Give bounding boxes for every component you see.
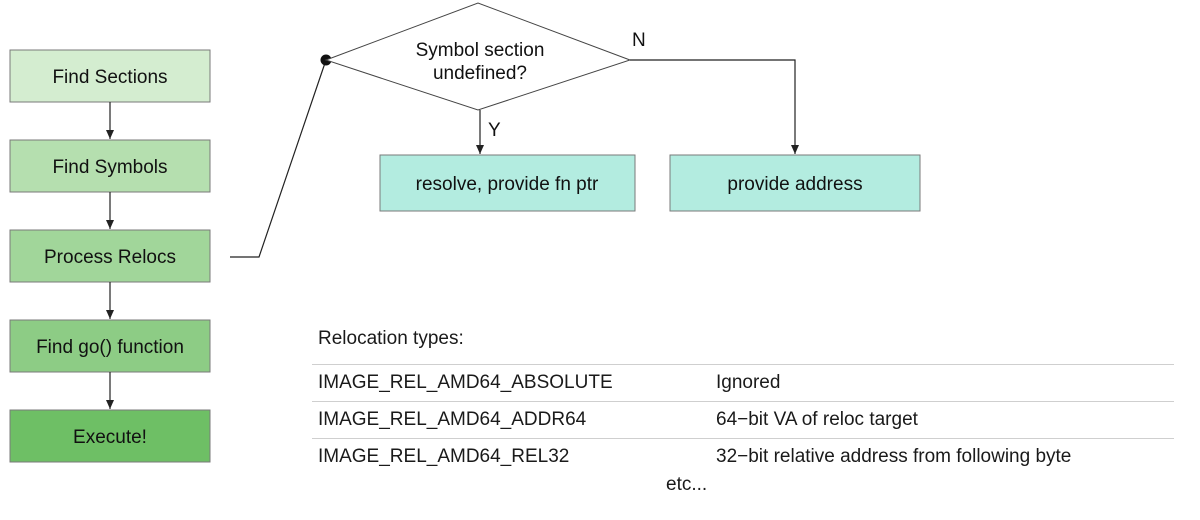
step-execute-box: [9, 409, 211, 463]
action-resolve-box: [379, 154, 636, 212]
yes-label: Y: [488, 120, 501, 141]
reloc-type-name: IMAGE_REL_AMD64_REL32: [312, 438, 710, 475]
step-find-symbols-label: Find Symbols: [52, 157, 167, 178]
step-find-sections-label: Find Sections: [52, 67, 167, 88]
decision-line1: Symbol section: [416, 40, 545, 61]
decision-line2: undefined?: [433, 63, 527, 84]
table-row: IMAGE_REL_AMD64_REL32 32−bit relative ad…: [312, 438, 1174, 475]
relocation-types-heading: Relocation types:: [318, 328, 464, 349]
table-row: IMAGE_REL_AMD64_ABSOLUTE Ignored: [312, 364, 1174, 402]
action-provide-address-label: provide address: [727, 174, 862, 195]
reloc-type-description: Ignored: [710, 364, 1174, 402]
step-process-relocs: Process Relocs: [9, 229, 211, 283]
action-resolve-label: resolve, provide fn ptr: [416, 174, 599, 195]
action-provide-address: provide address: [669, 154, 921, 212]
reloc-type-description: 64−bit VA of reloc target: [710, 401, 1174, 439]
connector-relocs-to-decision: [230, 59, 327, 258]
reloc-type-name: IMAGE_REL_AMD64_ADDR64: [312, 401, 710, 439]
step-find-symbols: Find Symbols: [9, 139, 211, 193]
no-label: N: [632, 30, 646, 51]
step-find-go-function-box: [9, 319, 211, 373]
step-process-relocs-box: [9, 229, 211, 283]
step-execute-label: Execute!: [73, 427, 147, 448]
step-execute: Execute!: [9, 409, 211, 463]
step-process-relocs-label: Process Relocs: [44, 247, 176, 268]
etc-note: etc...: [666, 474, 708, 495]
arrow-no-branch: [630, 59, 799, 154]
reloc-type-name: IMAGE_REL_AMD64_ABSOLUTE: [312, 364, 710, 402]
reloc-type-description: 32−bit relative address from following b…: [710, 438, 1174, 475]
action-resolve: resolve, provide fn ptr: [379, 154, 636, 212]
action-provide-address-box: [669, 154, 921, 212]
step-find-go-function: Find go() function: [9, 319, 211, 373]
decision-diamond: Symbol section undefined?: [324, 2, 632, 111]
step-find-sections: Find Sections: [9, 49, 211, 103]
step-find-sections-box: [9, 49, 211, 103]
relocation-types-table: IMAGE_REL_AMD64_ABSOLUTE Ignored IMAGE_R…: [312, 364, 1174, 475]
step-find-go-function-label: Find go() function: [36, 337, 184, 358]
table-row: IMAGE_REL_AMD64_ADDR64 64−bit VA of relo…: [312, 401, 1174, 439]
